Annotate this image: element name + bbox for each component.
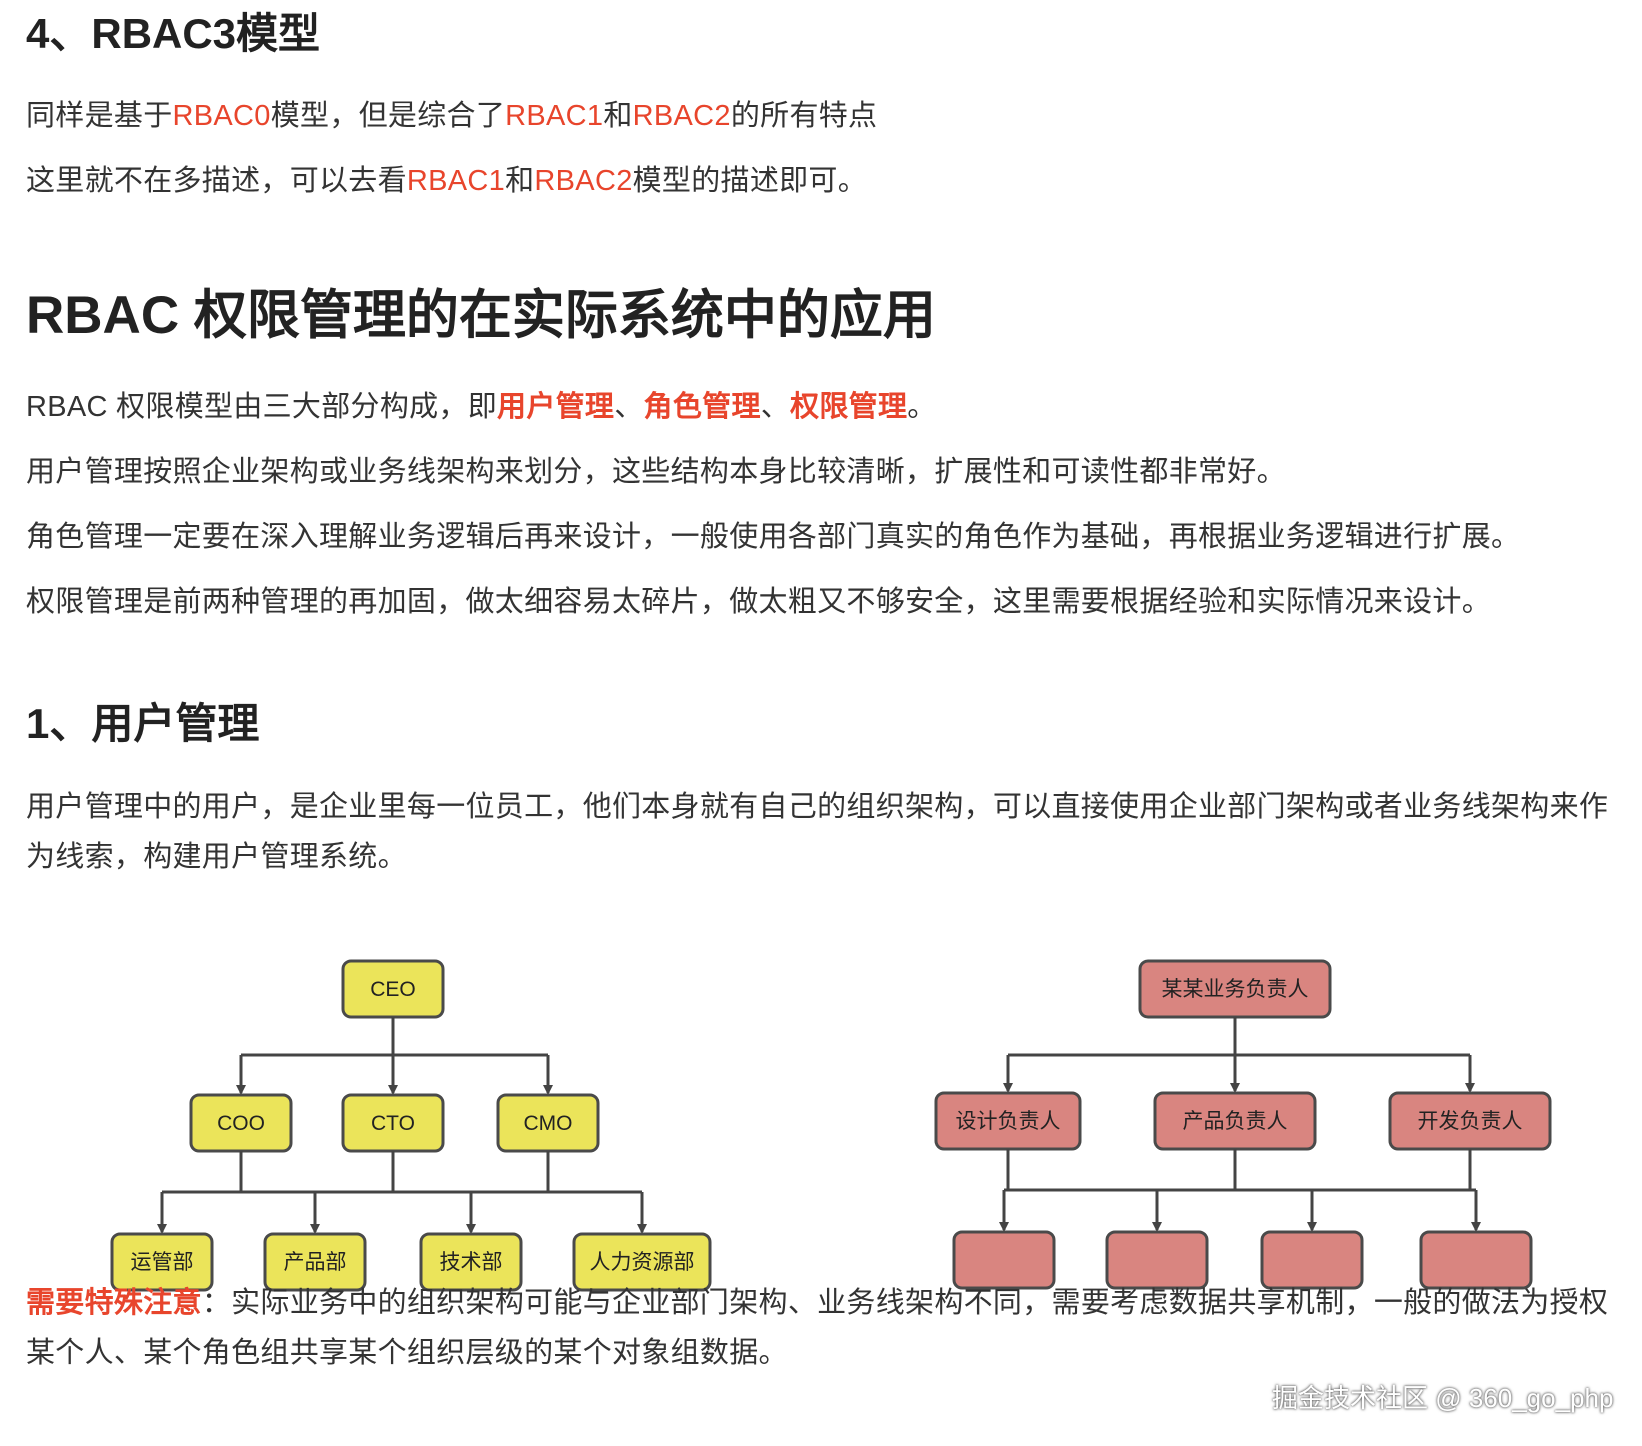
text: 、 — [614, 391, 644, 423]
org-node-l2-box — [496, 1093, 600, 1153]
text: 的所有特点 — [730, 100, 878, 132]
org-node-l3-label: 产品部 — [284, 1251, 347, 1274]
highlight-rbac2: RBAC2 — [534, 165, 633, 197]
org-node-l3-label: 运管部 — [131, 1251, 194, 1274]
org-node-l3-label: 人力资源部 — [590, 1251, 695, 1274]
text: 模型，但是综合了 — [270, 100, 506, 132]
watermark: 掘金技术社区 @ 360_go_php — [1272, 1383, 1614, 1413]
org-node-root-label: CEO — [370, 978, 416, 1001]
org-node-l2-label: CTO — [371, 1112, 415, 1135]
org-node-l2-box — [934, 1091, 1082, 1151]
org-node-l2-box — [341, 1093, 445, 1153]
text: 。 — [907, 391, 937, 423]
paragraph-role-mgmt: 角色管理一定要在深入理解业务逻辑后再来设计，一般使用各部门真实的角色作为基础，再… — [26, 521, 1521, 553]
highlight-rbac0: RBAC0 — [172, 100, 271, 132]
org-node-l2-box — [189, 1093, 293, 1153]
org-node-l2-box — [1388, 1091, 1552, 1151]
org-node-l2-label: 开发负责人 — [1418, 1110, 1523, 1133]
highlight-rbac2: RBAC2 — [632, 100, 731, 132]
paragraph-intro: RBAC 权限模型由三大部分构成，即用户管理、角色管理、权限管理。 — [26, 383, 937, 425]
org-node-l2-label: 产品负责人 — [1183, 1110, 1288, 1133]
text: 同样是基于 — [26, 100, 173, 132]
paragraph-perm-mgmt: 权限管理是前两种管理的再加固，做太细容易太碎片，做太粗又不够安全，这里需要根据经… — [26, 586, 1492, 618]
org-node-l2-label: CMO — [524, 1112, 573, 1135]
section-heading-user-mgmt: 1、用户管理 — [26, 700, 260, 747]
org-chart-left: CEO COO CTO CMO 运管部 产品部 技术部 人力资源部 — [110, 959, 712, 1292]
note-paragraph: 需要特殊注意：实际业务中的组织架构可能与企业部门架构、业务线架构不同，需要考虑数… — [26, 1278, 1626, 1378]
org-node-l3-label: 技术部 — [440, 1251, 503, 1274]
text: 这里就不在多描述，可以去看 — [26, 165, 407, 197]
paragraph-rbac3-line2: 这里就不在多描述，可以去看RBAC1和RBAC2模型的描述即可。 — [26, 157, 867, 199]
highlight-rbac1: RBAC1 — [505, 100, 604, 132]
highlight-rbac1: RBAC1 — [406, 165, 506, 197]
note-label: 需要特殊注意 — [26, 1287, 202, 1319]
text: 和 — [505, 165, 535, 197]
org-node-root-box — [341, 959, 445, 1019]
org-node-l2-box — [1153, 1091, 1317, 1151]
org-node-root-box — [1138, 959, 1332, 1019]
highlight-perm-mgmt: 权限管理 — [790, 391, 908, 423]
main-heading: RBAC 权限管理的在实际系统中的应用 — [26, 286, 936, 345]
org-node-l2-label: 设计负责人 — [956, 1110, 1061, 1133]
paragraph-rbac3-line1: 同样是基于RBAC0模型，但是综合了RBAC1和RBAC2的所有特点 — [26, 92, 877, 134]
text: 、 — [760, 391, 791, 423]
text: RBAC 权限模型由三大部分构成，即 — [26, 391, 498, 423]
paragraph-user-mgmt: 用户管理按照企业架构或业务线架构来划分，这些结构本身比较清晰，扩展性和可读性都非… — [26, 456, 1286, 488]
text: 模型的描述即可。 — [632, 165, 868, 197]
highlight-role-mgmt: 角色管理 — [643, 391, 761, 423]
org-node-l2-label: COO — [217, 1112, 265, 1135]
text: 和 — [603, 100, 633, 132]
paragraph-user-mgmt-detail: 用户管理中的用户，是企业里每一位员工，他们本身就有自己的组织架构，可以直接使用企… — [26, 791, 1609, 873]
org-node-root-label: 某某业务负责人 — [1162, 978, 1309, 1001]
highlight-user-mgmt: 用户管理 — [497, 391, 615, 423]
section-heading-rbac3: 4、RBAC3模型 — [26, 10, 321, 57]
note-text: ：实际业务中的组织架构可能与企业部门架构、业务线架构不同，需要考虑数据共享机制，… — [26, 1287, 1609, 1369]
